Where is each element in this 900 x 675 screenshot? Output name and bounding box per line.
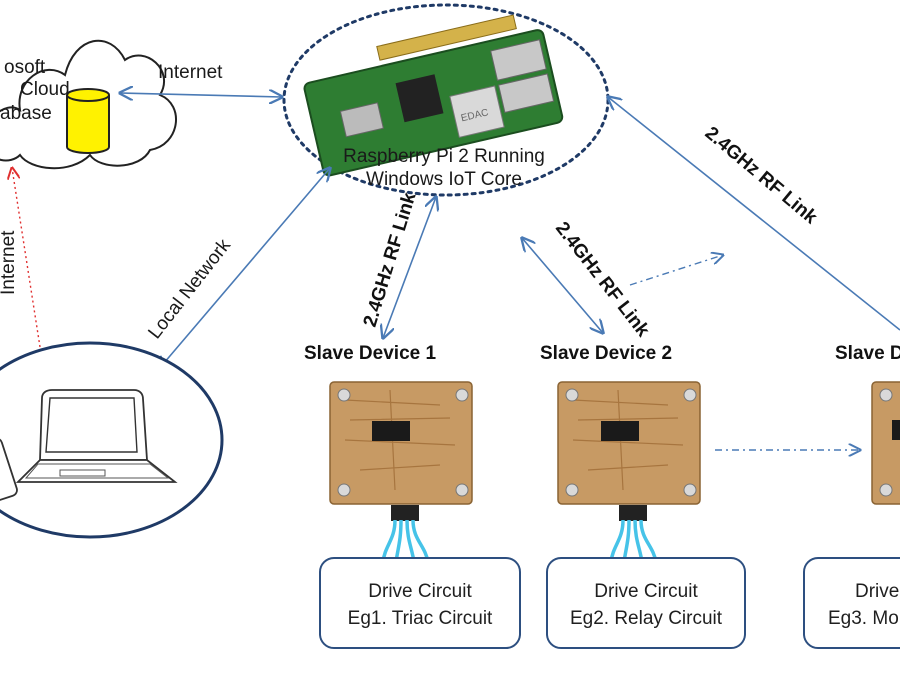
- drive-circuit-3-box: [803, 557, 900, 649]
- rf-link-1-arrow: [383, 197, 436, 338]
- slave-2-pcb-icon: [557, 381, 701, 505]
- raspberry-pi-board-icon: EDAC: [303, 14, 564, 177]
- database-icon: [66, 88, 110, 154]
- slave-device-1: Slave Device 1 Drive Circuit Eg1. Triac …: [304, 343, 521, 649]
- drive-circuit-3-line2: Eg3. Mo: [828, 608, 899, 629]
- rf-link-2-dashed-arrow: [629, 255, 723, 286]
- slave-2-wires: [609, 505, 658, 563]
- drive-circuit-2-box: [546, 557, 746, 649]
- client-devices-group: [0, 341, 224, 539]
- hub-label-line1: Raspberry Pi 2 Running: [343, 146, 545, 167]
- raspberry-pi-hub: EDAC Raspberry Pi 2 Running Windows IoT …: [282, 3, 610, 197]
- rf-link-2-arrow: [522, 238, 603, 333]
- drive-circuit-1-line1: Drive Circuit: [368, 581, 472, 602]
- local-network-arrow: [158, 168, 330, 370]
- rf-link-3-label: 2.4GHz RF Link: [701, 123, 822, 229]
- internet-left-label: Internet: [0, 230, 19, 295]
- slave-1-wires: [381, 505, 430, 563]
- slave-1-title: Slave Device 1: [304, 343, 436, 364]
- cloud-label-line3: abase: [0, 103, 52, 124]
- internet-top-label: Internet: [158, 62, 223, 83]
- slave-2-title: Slave Device 2: [540, 343, 672, 364]
- internet-link-arrow: [120, 93, 282, 97]
- rf-link-1-label: 2.4GHz RF Link: [360, 190, 421, 330]
- rf-link-3-arrow: [608, 97, 900, 331]
- laptop-icon: [15, 389, 178, 483]
- cloud-label-line1: osoft: [4, 57, 46, 78]
- slave-3-pcb-icon: [871, 381, 900, 505]
- slave-1-pcb-icon: [329, 381, 473, 505]
- internet-red-link-arrow: [12, 168, 41, 348]
- slave-device-3: Slave D Drive Eg3. Mo: [803, 343, 900, 649]
- local-network-label: Local Network: [144, 235, 235, 343]
- slave-3-title: Slave D: [835, 343, 900, 364]
- drive-circuit-2-line1: Drive Circuit: [594, 581, 698, 602]
- phone-icon: [0, 437, 18, 503]
- cloud-label-line2: Cloud: [20, 79, 70, 100]
- cloud-database-group: osoft Cloud abase: [0, 39, 177, 170]
- drive-circuit-1-line2: Eg1. Triac Circuit: [348, 608, 493, 629]
- drive-circuit-1-box: [319, 557, 521, 649]
- rf-link-2-label: 2.4GHz RF Link: [551, 218, 654, 341]
- drive-circuit-2-line2: Eg2. Relay Circuit: [570, 608, 723, 629]
- drive-circuit-3-line1: Drive: [855, 581, 899, 602]
- slave-device-2: Slave Device 2 Drive Circuit Eg2. Relay …: [540, 343, 746, 649]
- hub-label-line2: Windows IoT Core: [366, 169, 522, 190]
